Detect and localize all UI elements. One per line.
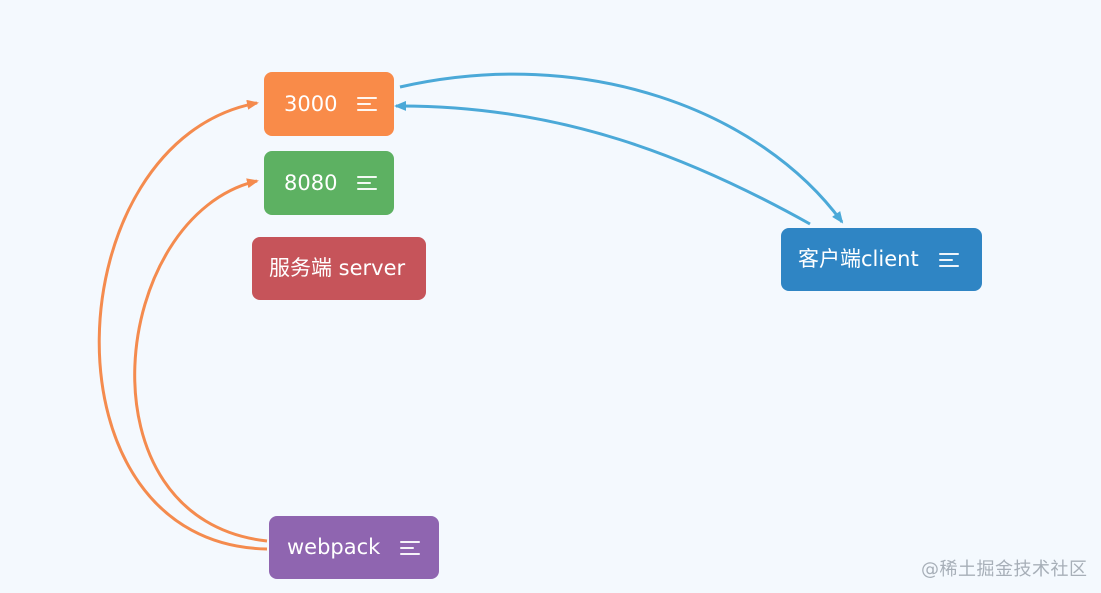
edge-webpack-to-3000	[97, 99, 268, 551]
node-client[interactable]: 客户端client	[781, 228, 982, 291]
node-port-3000-label: 3000	[284, 91, 338, 116]
menu-lines-icon[interactable]	[400, 538, 421, 558]
menu-lines-icon[interactable]	[357, 94, 378, 114]
menu-lines-icon[interactable]	[357, 173, 378, 193]
node-server[interactable]: 服务端 server	[252, 237, 426, 300]
node-client-label: 客户端client	[798, 247, 919, 271]
node-server-label: 服务端 server	[269, 256, 406, 280]
node-port-8080[interactable]: 8080	[264, 151, 394, 215]
node-port-3000[interactable]: 3000	[264, 72, 394, 136]
node-webpack[interactable]: webpack	[269, 516, 439, 579]
edge-webpack-to-8080	[133, 178, 268, 543]
node-webpack-label: webpack	[287, 535, 381, 559]
edge-client-to-3000	[394, 100, 811, 226]
edge-3000-to-client	[399, 72, 844, 224]
watermark-text: @稀土掘金技术社区	[921, 559, 1088, 580]
node-port-8080-label: 8080	[284, 170, 338, 195]
menu-lines-icon[interactable]	[938, 250, 959, 270]
